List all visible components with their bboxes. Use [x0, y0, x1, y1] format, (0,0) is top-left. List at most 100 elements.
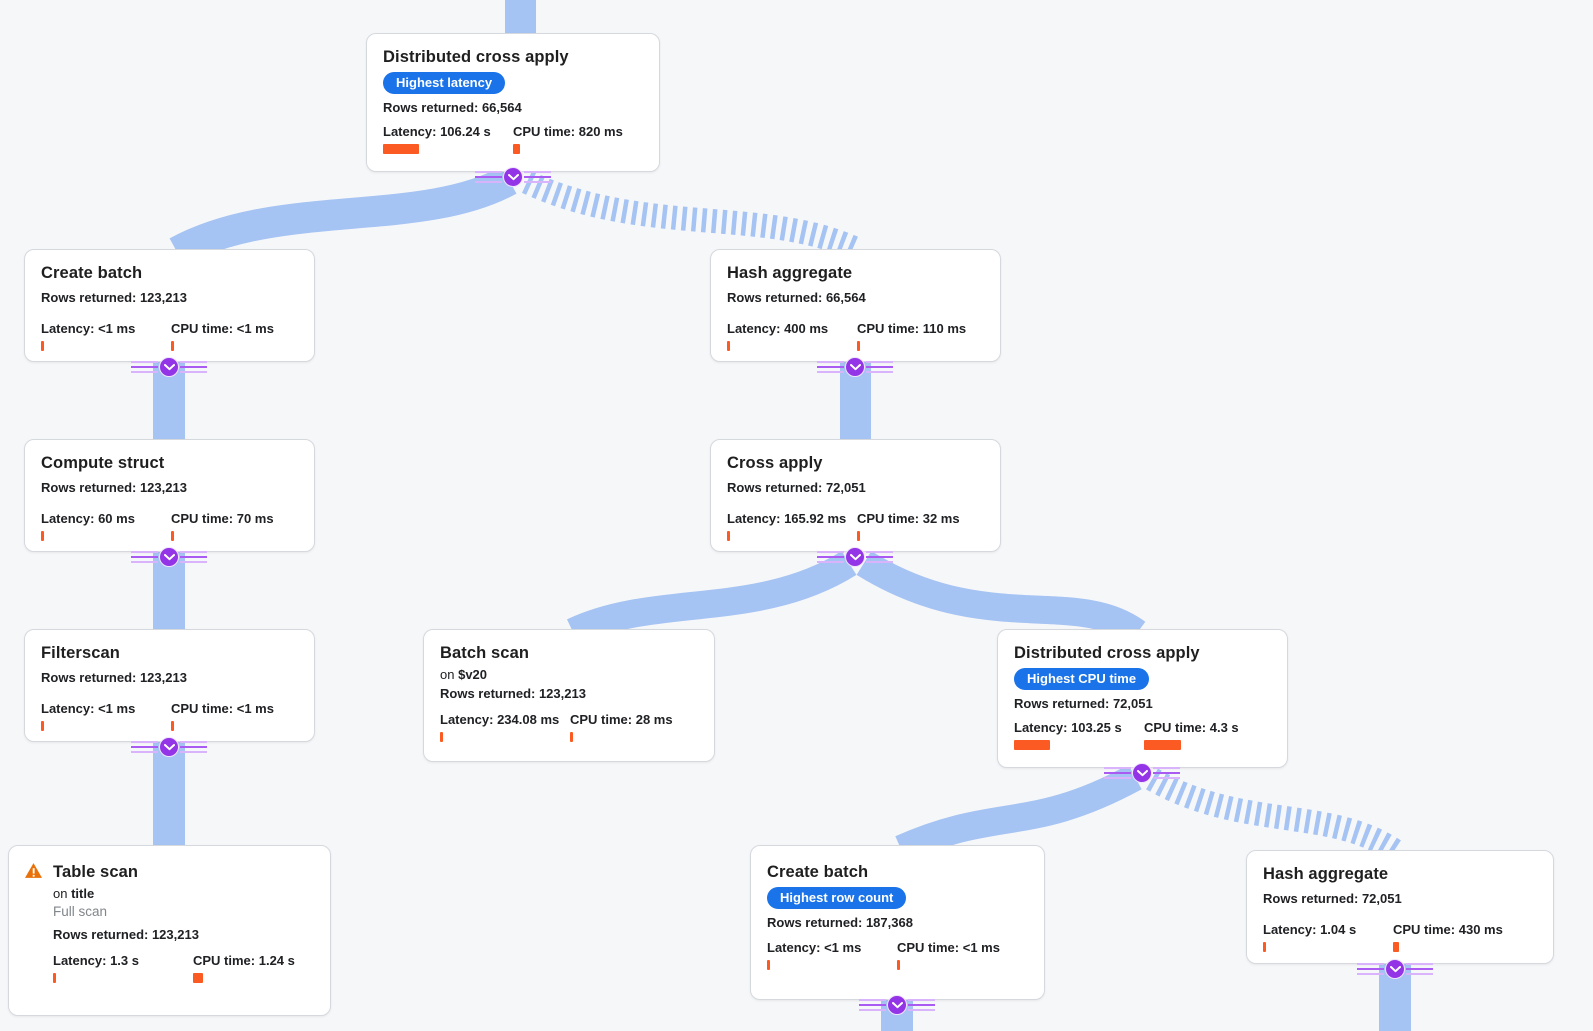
edge-dca2-hash-aggregate: [1146, 768, 1406, 863]
latency-label: Latency: <1 ms: [41, 700, 136, 716]
latency-label: Latency: 1.04 s: [1263, 921, 1357, 937]
edge-cross-apply-batch-scan: [566, 551, 857, 645]
connector-stripes-left: [475, 171, 502, 183]
chevron-down-icon: [845, 547, 865, 567]
connector-stripes-right: [180, 361, 207, 373]
edge-dca1-create-batch: [169, 166, 517, 266]
scan-target: on title: [53, 885, 95, 901]
highest-cpu-time-badge: Highest CPU time: [1014, 667, 1150, 691]
cpu-time-label: CPU time: 1.24 s: [193, 952, 295, 968]
latency-label: Latency: <1 ms: [41, 320, 136, 336]
latency-bar: [383, 144, 419, 155]
collapse-connector-compute-struct[interactable]: [131, 547, 207, 567]
cpu-time-bar: [857, 340, 860, 351]
cpu-time-label: CPU time: 28 ms: [570, 711, 673, 727]
node-title: Compute struct: [41, 454, 165, 472]
collapse-connector-filterscan[interactable]: [131, 737, 207, 757]
rows-returned: Rows returned: 72,051: [1014, 696, 1153, 712]
collapse-connector-dca2[interactable]: [1104, 763, 1180, 783]
connector-stripes-right: [1153, 767, 1180, 779]
node-title: Hash aggregate: [727, 264, 853, 282]
connector-stripes-right: [524, 171, 551, 183]
latency-label: Latency: 1.3 s: [53, 952, 139, 968]
collapse-connector-create-batch-2[interactable]: [859, 995, 935, 1015]
rows-returned: Rows returned: 72,051: [1263, 890, 1402, 906]
chevron-down-icon: [1132, 763, 1152, 783]
chevron-down-icon: [159, 737, 179, 757]
cpu-time-bar: [171, 340, 174, 351]
latency-label: Latency: <1 ms: [767, 940, 862, 956]
plan-node-compute-struct[interactable]: Compute struct Rows returned: 123,213 La…: [24, 439, 315, 552]
connector-stripes-left: [1357, 963, 1384, 975]
cpu-time-label: CPU time: 110 ms: [857, 320, 967, 336]
cpu-time-bar: [857, 530, 860, 541]
cpu-time-label: CPU time: 820 ms: [513, 124, 623, 140]
plan-node-filterscan[interactable]: Filterscan Rows returned: 123,213 Latenc…: [24, 629, 315, 742]
node-title: Distributed cross apply: [1014, 644, 1200, 662]
rows-returned: Rows returned: 123,213: [41, 669, 187, 685]
node-title: Cross apply: [727, 454, 823, 472]
rows-returned: Rows returned: 123,213: [41, 479, 187, 495]
collapse-connector-cross-apply[interactable]: [817, 547, 893, 567]
plan-node-create-batch-1[interactable]: Create batch Rows returned: 123,213 Late…: [24, 249, 315, 362]
plan-node-hash-aggregate-2[interactable]: Hash aggregate Rows returned: 72,051 Lat…: [1246, 850, 1554, 964]
cpu-time-label: CPU time: 70 ms: [171, 510, 274, 526]
full-scan-warning-icon: [25, 863, 42, 878]
latency-bar: [53, 972, 56, 983]
collapse-connector-hash-aggregate-1[interactable]: [817, 357, 893, 377]
cpu-time-label: CPU time: <1 ms: [897, 940, 1000, 956]
connector-stripes-right: [1406, 963, 1433, 975]
latency-bar: [1263, 941, 1266, 952]
node-title: Create batch: [41, 264, 143, 282]
scan-target: on $v20: [440, 666, 488, 682]
collapse-connector-hash-aggregate-2[interactable]: [1357, 959, 1433, 979]
connector-stripes-right: [866, 361, 893, 373]
collapse-connector-create-batch-1[interactable]: [131, 357, 207, 377]
latency-bar: [727, 340, 730, 351]
node-title: Create batch: [767, 863, 869, 881]
rows-returned: Rows returned: 123,213: [41, 289, 187, 305]
plan-node-hash-aggregate-1[interactable]: Hash aggregate Rows returned: 66,564 Lat…: [710, 249, 1001, 362]
plan-node-batch-scan[interactable]: Batch scan on $v20 Rows returned: 123,21…: [423, 629, 715, 762]
cpu-time-bar: [513, 144, 520, 155]
edge-dca2-create-batch: [895, 764, 1142, 862]
plan-node-cross-apply[interactable]: Cross apply Rows returned: 72,051 Latenc…: [710, 439, 1001, 552]
connector-stripes-left: [131, 741, 158, 753]
rows-returned: Rows returned: 123,213: [53, 926, 199, 942]
latency-label: Latency: 234.08 ms: [440, 711, 560, 727]
node-title: Distributed cross apply: [383, 48, 569, 66]
latency-bar: [767, 960, 770, 971]
connector-stripes-right: [866, 551, 893, 563]
plan-node-distributed-cross-apply-2[interactable]: Distributed cross apply Highest CPU time…: [997, 629, 1288, 768]
chevron-down-icon: [159, 547, 179, 567]
collapse-connector-dca1[interactable]: [475, 167, 551, 187]
connector-stripes-right: [908, 999, 935, 1011]
latency-label: Latency: 165.92 ms: [727, 510, 847, 526]
edge-root-in: [505, 0, 536, 35]
latency-bar: [440, 731, 443, 742]
plan-node-table-scan[interactable]: Table scan on title Full scan Rows retur…: [8, 845, 331, 1016]
plan-node-create-batch-2[interactable]: Create batch Highest row count Rows retu…: [750, 845, 1045, 1000]
rows-returned: Rows returned: 72,051: [727, 479, 866, 495]
rows-returned: Rows returned: 66,564: [383, 100, 522, 116]
cpu-time-bar: [1144, 740, 1181, 751]
latency-label: Latency: 60 ms: [41, 510, 135, 526]
cpu-time-bar: [171, 720, 174, 731]
latency-bar: [1014, 740, 1050, 751]
node-title: Table scan: [53, 863, 139, 881]
latency-label: Latency: 103.25 s: [1014, 720, 1122, 736]
latency-bar: [727, 530, 730, 541]
cpu-time-bar: [171, 530, 174, 541]
node-title: Filterscan: [41, 644, 120, 662]
plan-node-distributed-cross-apply-1[interactable]: Distributed cross apply Highest latency …: [366, 33, 660, 172]
cpu-time-label: CPU time: 4.3 s: [1144, 720, 1239, 736]
latency-bar: [41, 720, 44, 731]
cpu-time-bar: [193, 972, 203, 983]
highest-latency-badge: Highest latency: [383, 71, 506, 95]
edge-cross-apply-dca2: [856, 551, 1146, 645]
connector-stripes-left: [131, 361, 158, 373]
cpu-time-label: CPU time: 430 ms: [1393, 921, 1503, 937]
connector-stripes-left: [817, 551, 844, 563]
cpu-time-bar: [570, 731, 573, 742]
chevron-down-icon: [503, 167, 523, 187]
